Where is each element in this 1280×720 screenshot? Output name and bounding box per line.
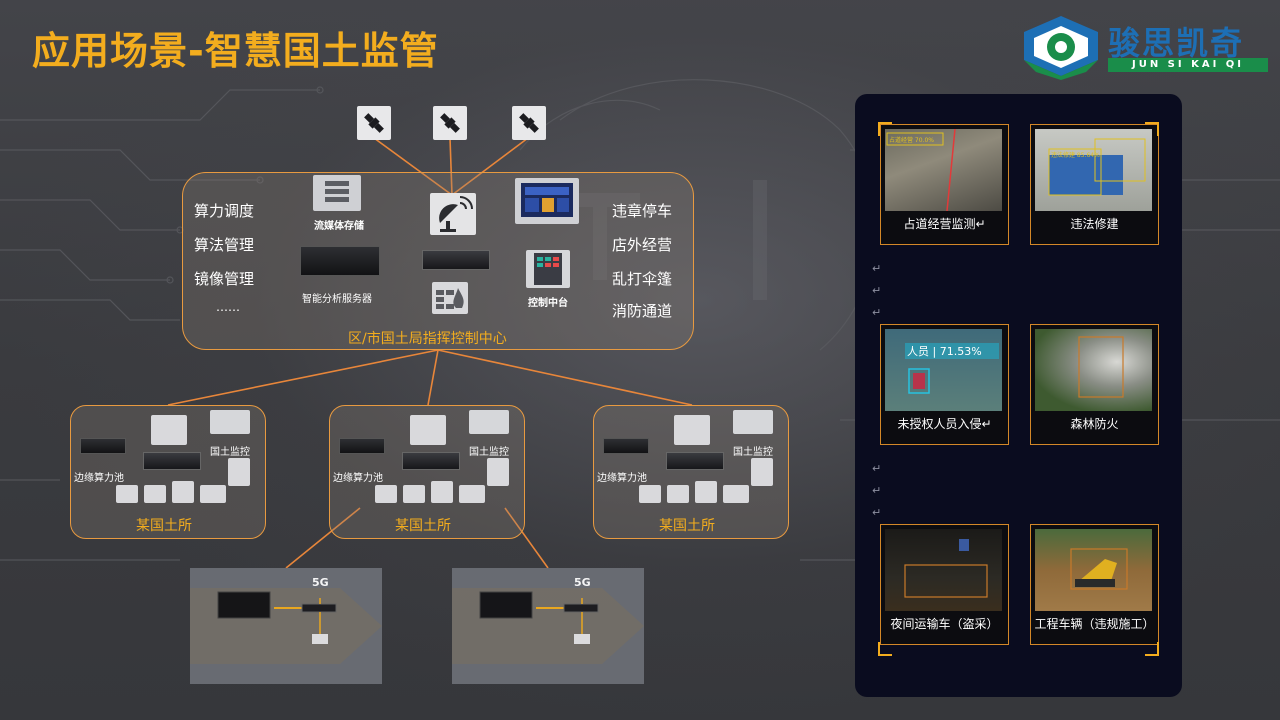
drone-icon (459, 485, 485, 503)
dome-camera-icon (667, 485, 689, 503)
corner-decoration (1145, 122, 1159, 136)
firewall-icon (432, 282, 468, 314)
return-mark: ↵ (872, 306, 882, 319)
storage-label: 流媒体存储 (314, 221, 364, 232)
edge-5g-box: 5G (452, 568, 644, 684)
center-right-item: 乱打伞篷 (612, 270, 673, 288)
return-mark: ↵ (872, 484, 882, 497)
return-mark: ↵ (872, 284, 882, 297)
dvr-icon (210, 410, 250, 434)
firewall-icon (151, 415, 187, 445)
center-right-item: 违章停车 (612, 202, 673, 220)
case-image (885, 529, 1002, 611)
edge-server-icon (339, 438, 385, 454)
network-switch-icon (402, 452, 460, 470)
logo-name: 骏思凯奇 (1108, 24, 1245, 62)
center-right-item: 消防通道 (612, 302, 673, 320)
page-title: 应用场景-智慧国土监管 (32, 29, 439, 73)
case-card: 工程车辆（违规施工） (1030, 524, 1159, 645)
edge-5g-box: 5G (190, 568, 382, 684)
nvr-icon (487, 458, 509, 486)
case-image: 人员 | 71.53% (885, 329, 1002, 411)
dome-camera-icon (403, 485, 425, 503)
drone-icon (723, 485, 749, 503)
land-station-caption: 某国土所 (659, 518, 715, 534)
network-switch-icon (143, 452, 201, 470)
land-monitor-label: 国土监控 (210, 447, 250, 458)
dvr-icon (733, 410, 773, 434)
antenna-icon (430, 193, 476, 235)
case-tag: 人员 | 71.53% (907, 345, 982, 358)
command-center-caption: 区/市国土局指挥控制中心 (348, 331, 507, 347)
case-image: 违法修建 85.64% (1035, 129, 1152, 211)
case-image (1035, 529, 1152, 611)
return-mark: ↵ (872, 462, 882, 475)
smoke-sensor-icon (172, 481, 194, 503)
corner-decoration (878, 122, 892, 136)
return-mark: ↵ (872, 262, 882, 275)
control-console-label: 控制中台 (528, 298, 568, 309)
case-label: 森林防火 (1070, 417, 1119, 431)
camera-icon (639, 485, 661, 503)
center-right-item: 店外经营 (612, 236, 673, 254)
analysis-server-icon (300, 246, 380, 276)
nvr-icon (751, 458, 773, 486)
edge-pool-label: 边缘算力池 (74, 473, 124, 484)
dome-camera-icon (144, 485, 166, 503)
logo-subtitle: JUN SI KAI QI (1108, 58, 1268, 72)
nvr-icon (228, 458, 250, 486)
analysis-server-label: 智能分析服务器 (302, 294, 372, 305)
smoke-sensor-icon (431, 481, 453, 503)
land-station-caption: 某国土所 (136, 518, 192, 534)
case-tag: 占道经营 70.0% (889, 136, 934, 144)
edge-server-icon (80, 438, 126, 454)
5g-badge: 5G (574, 576, 591, 589)
camera-icon (375, 485, 397, 503)
camera-icon (116, 485, 138, 503)
land-station-caption: 某国土所 (395, 518, 451, 534)
satellite-icon (433, 106, 467, 140)
case-card: 人员 | 71.53% 未授权人员入侵↵ (880, 324, 1009, 445)
edge-server-icon (603, 438, 649, 454)
edge-pool-label: 边缘算力池 (597, 473, 647, 484)
case-label: 占道经营监测↵ (903, 217, 986, 231)
gear-logo-icon (1024, 16, 1098, 80)
network-switch-icon (422, 250, 490, 270)
case-image: 占道经营 70.0% (885, 128, 1002, 212)
company-logo: 骏思凯奇 JUN SI KAI QI (1016, 12, 1272, 80)
firewall-icon (410, 415, 446, 445)
corner-decoration (1145, 642, 1159, 656)
storage-icon (313, 175, 361, 211)
center-left-item: 算力调度 (194, 202, 255, 220)
control-console-icon (526, 250, 570, 288)
return-mark: ↵ (872, 506, 882, 519)
case-label: 未授权人员入侵↵ (897, 417, 992, 431)
edge-pool-label: 边缘算力池 (333, 473, 383, 484)
case-tag: 违法修建 85.64% (1051, 151, 1100, 159)
case-card: 夜间运输车（盗采） (880, 524, 1009, 645)
firewall-icon (674, 415, 710, 445)
case-image (1035, 329, 1152, 411)
center-left-item: 算法管理 (194, 236, 255, 254)
dashboard-screen-icon (515, 178, 579, 224)
land-monitor-label: 国土监控 (733, 447, 773, 458)
satellite-icon (357, 106, 391, 140)
case-card: 占道经营 70.0% 占道经营监测↵ (880, 124, 1009, 245)
smoke-sensor-icon (695, 481, 717, 503)
corner-decoration (878, 642, 892, 656)
satellite-icon (512, 106, 546, 140)
5g-badge: 5G (312, 576, 329, 589)
center-left-item: 镜像管理 (194, 270, 255, 288)
case-label: 夜间运输车（盗采） (890, 617, 999, 631)
case-card: 森林防火 (1030, 324, 1159, 445)
dvr-icon (469, 410, 509, 434)
drone-icon (200, 485, 226, 503)
center-left-item: …… (216, 300, 240, 314)
case-label: 工程车辆（违规施工） (1034, 617, 1155, 631)
case-card: 违法修建 85.64% 违法修建 (1030, 124, 1159, 245)
network-switch-icon (666, 452, 724, 470)
land-monitor-label: 国土监控 (469, 447, 509, 458)
case-label: 违法修建 (1070, 217, 1119, 231)
